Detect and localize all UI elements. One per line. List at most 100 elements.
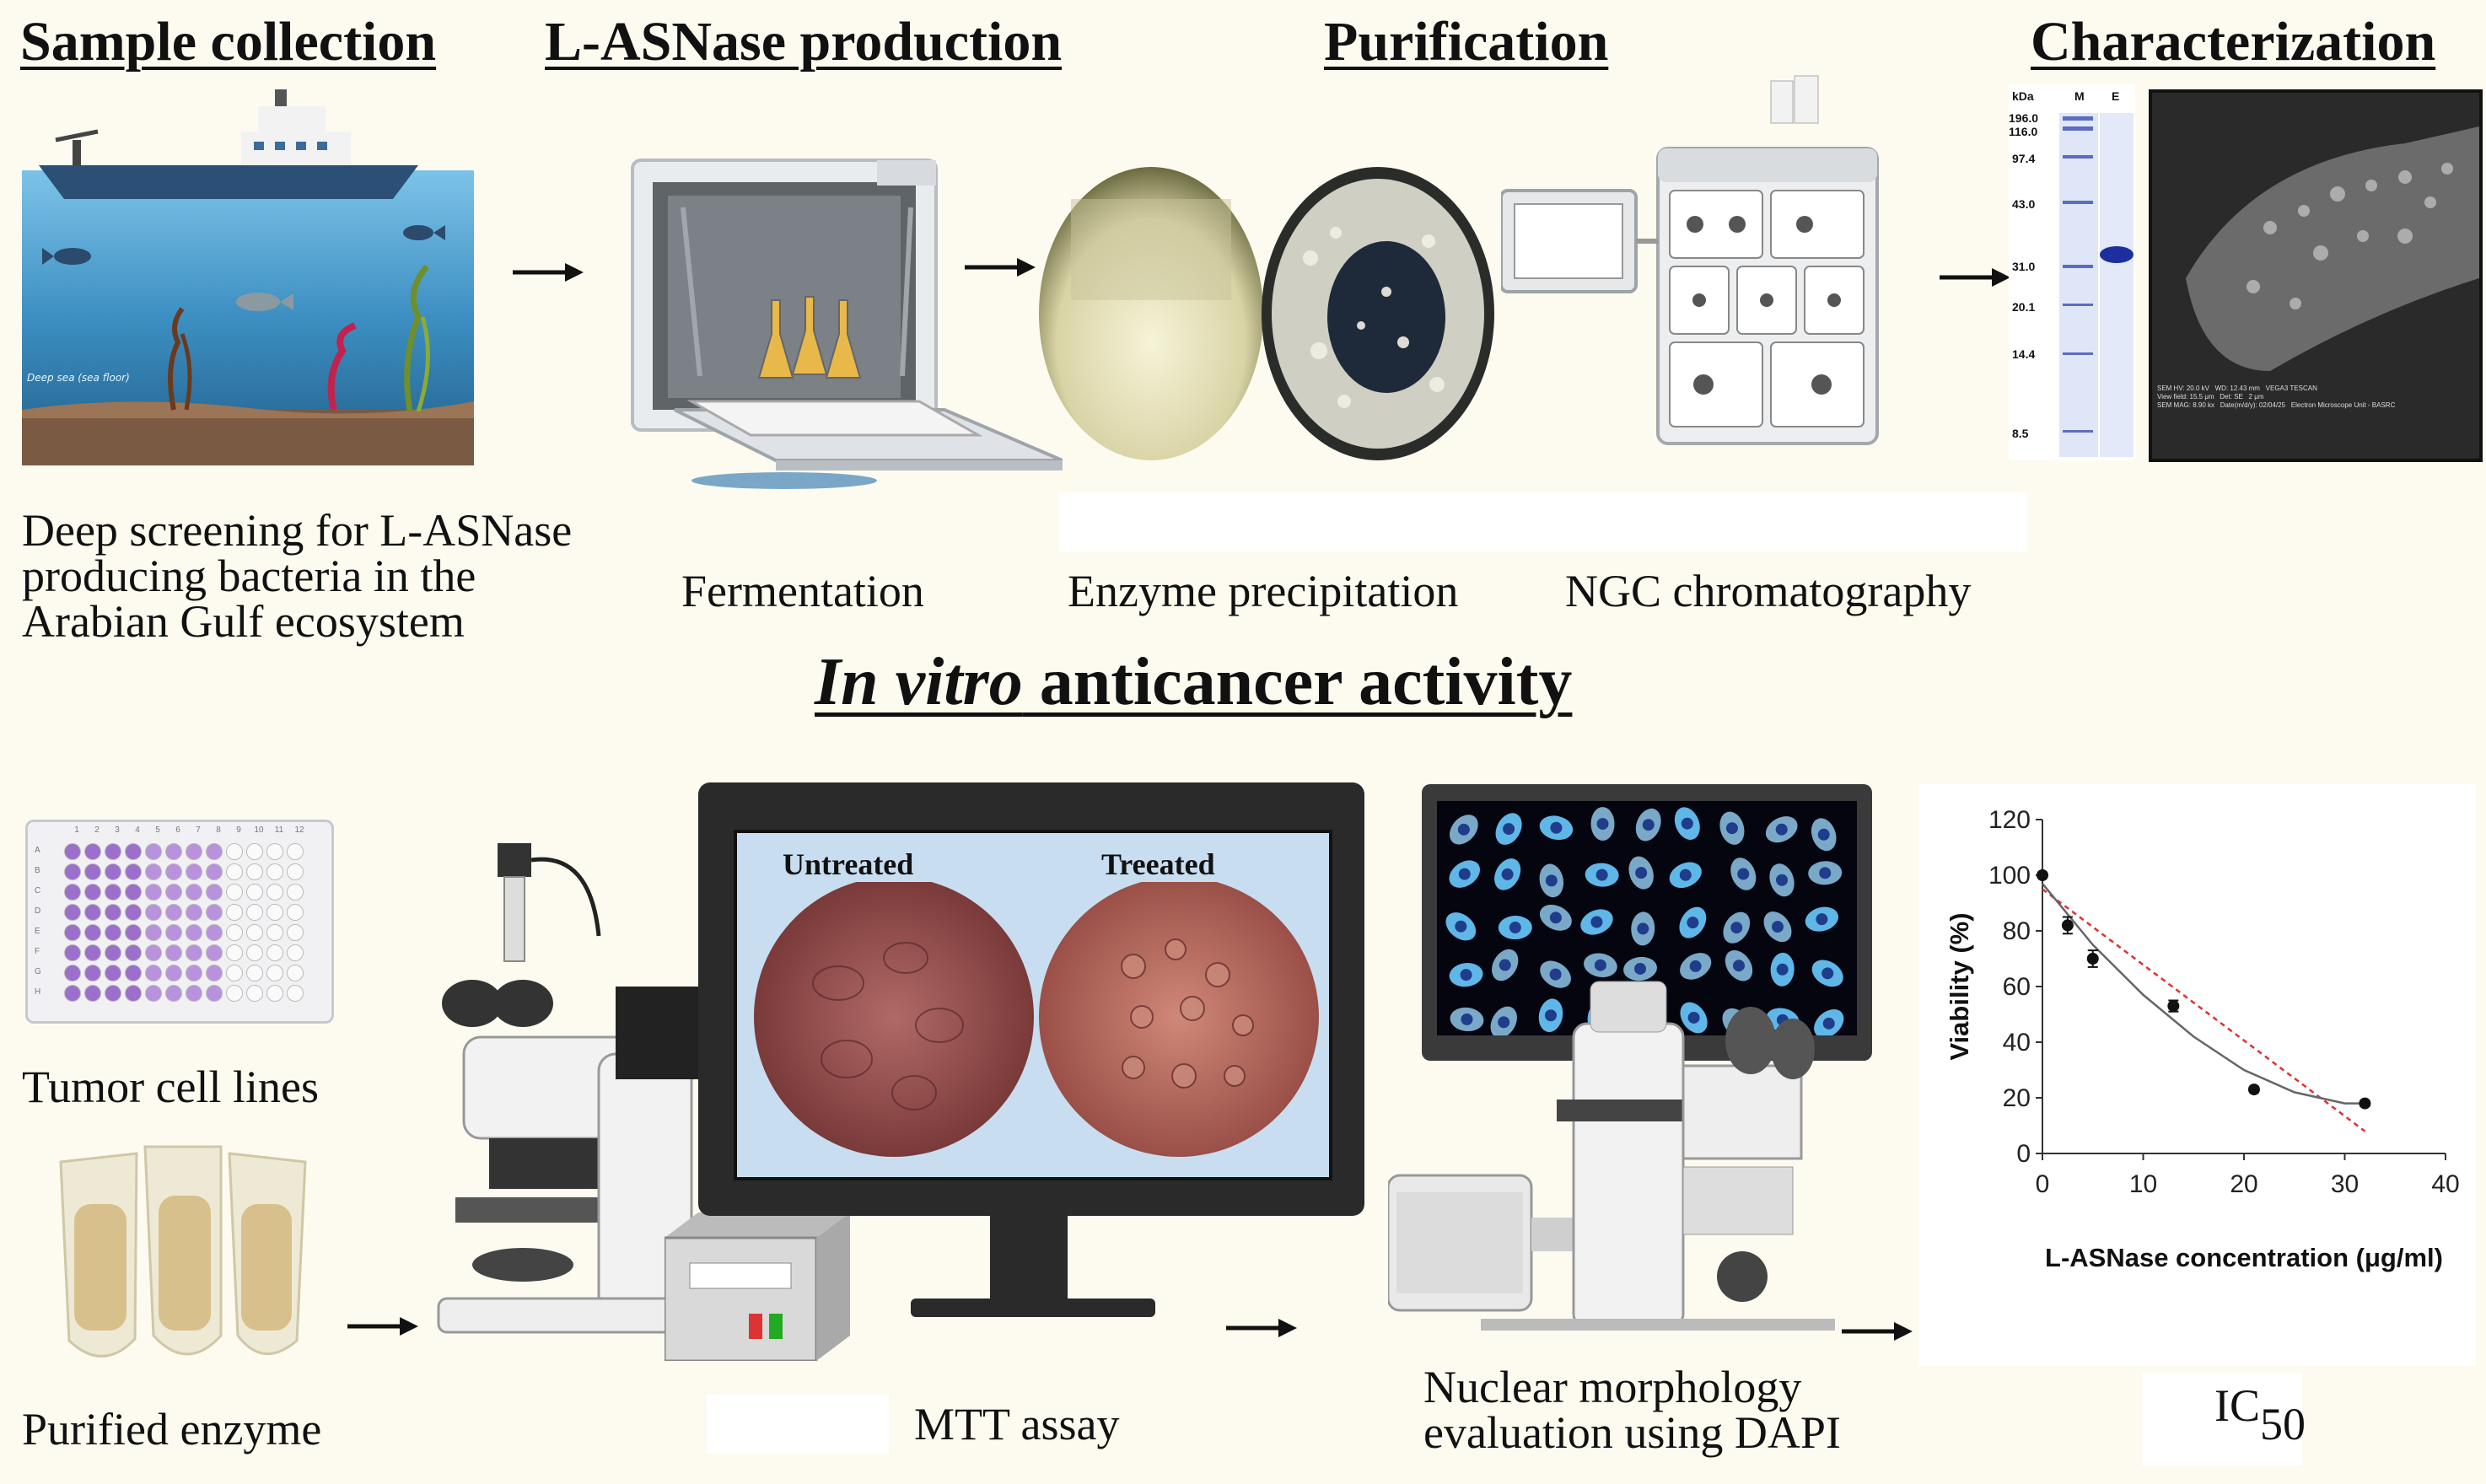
plate-well xyxy=(226,904,243,921)
caption-screening-line2: producing bacteria in the xyxy=(22,551,476,601)
plate-well xyxy=(266,985,283,1002)
dapi-nucleus xyxy=(1821,967,1834,980)
sea-label: Deep sea (sea floor) xyxy=(27,372,130,384)
flask-icon xyxy=(757,296,862,379)
data-point xyxy=(2247,1083,2260,1096)
plate-well xyxy=(125,965,142,981)
plate-row-label: B xyxy=(35,866,40,875)
plate-well xyxy=(84,924,101,941)
y-tick-label: 120 xyxy=(1988,806,2031,834)
plate-well xyxy=(125,904,142,921)
plate-well xyxy=(266,843,283,860)
plate-well xyxy=(105,904,121,921)
plate-column-label: 5 xyxy=(155,825,160,835)
plate-row-label: E xyxy=(35,927,40,936)
dapi-nucleus xyxy=(1634,962,1647,975)
data-point xyxy=(2061,919,2074,932)
dapi-nucleus xyxy=(1737,868,1750,880)
sem-vendor: VEGA3 TESCAN xyxy=(2265,384,2317,392)
linear-fit-line xyxy=(2042,888,2366,1132)
plate-column-label: 2 xyxy=(94,825,100,835)
plate-well xyxy=(226,985,243,1002)
x-tick-label: 30 xyxy=(2331,1170,2359,1198)
ship-icon xyxy=(39,89,418,199)
monitor-screen: Untreated Treeated xyxy=(734,830,1332,1180)
plate-well xyxy=(64,904,81,921)
plate-well xyxy=(287,944,304,961)
plate-well xyxy=(287,985,304,1002)
caption-screening-line1: Deep screening for L-ASNase xyxy=(22,505,573,556)
incubator-illustration xyxy=(631,159,1063,489)
plate-well xyxy=(206,965,223,981)
plate-well xyxy=(186,863,202,880)
plate-well xyxy=(105,843,121,860)
plate-well xyxy=(105,985,121,1002)
sem-view-field: View field: 15.5 μm xyxy=(2157,393,2214,401)
plate-well xyxy=(125,944,142,961)
plate-well xyxy=(246,965,263,981)
cell-images xyxy=(754,882,1319,1157)
sem-micrograph: SEM HV: 20.0 kV WD: 12.43 mm VEGA3 TESCA… xyxy=(2149,89,2483,462)
dapi-nucleus xyxy=(1687,917,1699,929)
plate-row-label: C xyxy=(35,886,41,895)
plate-column-label: 8 xyxy=(216,825,221,835)
plate-well xyxy=(226,965,243,981)
dapi-nucleus xyxy=(1775,823,1788,836)
dapi-cells xyxy=(1445,807,1844,1039)
plate-well xyxy=(145,985,162,1002)
plate-well xyxy=(206,843,223,860)
caption-fermentation: Fermentation xyxy=(681,566,924,616)
plate-column-label: 6 xyxy=(175,825,180,835)
caption-mtt: MTT assay xyxy=(914,1399,1120,1449)
ic50-main: IC xyxy=(2214,1380,2260,1431)
section-title-rest: anticancer activity xyxy=(1022,645,1573,719)
dapi-nucleus xyxy=(1776,963,1789,976)
dapi-nucleus xyxy=(1549,911,1562,924)
data-point xyxy=(2359,1097,2371,1110)
plate-well xyxy=(84,985,101,1002)
y-tick-label: 0 xyxy=(2016,1140,2031,1168)
precipitation-photo xyxy=(1039,167,1263,460)
x-tick-label: 0 xyxy=(2036,1170,2050,1198)
dapi-nucleus xyxy=(1455,920,1467,933)
gel-lane-m: M xyxy=(2074,89,2085,103)
dapi-screen xyxy=(1437,801,1857,1039)
dapi-nucleus xyxy=(1549,968,1562,981)
plate-well xyxy=(226,863,243,880)
dapi-nucleus xyxy=(1499,959,1511,971)
sem-texture xyxy=(2186,126,2479,371)
dapi-nucleus xyxy=(1730,922,1743,934)
plate-well xyxy=(287,965,304,981)
plate-well xyxy=(84,904,101,921)
plate-well xyxy=(125,863,142,880)
caption-backdrop xyxy=(1059,492,2027,551)
x-axis-label: L-ASNase concentration (μg/ml) xyxy=(2045,1243,2443,1272)
data-point xyxy=(2167,1000,2180,1013)
treated-cells-image xyxy=(1039,882,1319,1157)
arrow-icon xyxy=(347,1317,418,1336)
dapi-nucleus xyxy=(1550,821,1563,834)
dapi-nucleus xyxy=(1679,868,1692,881)
y-axis-label: Viability (%) xyxy=(1945,912,1974,1060)
dapi-nucleus xyxy=(1458,868,1471,880)
header-production: L-ASNase production xyxy=(545,11,1063,73)
dapi-nucleus xyxy=(1732,960,1745,972)
y-tick-label: 100 xyxy=(1988,862,2031,890)
plate-well xyxy=(165,884,182,901)
plate-column-label: 11 xyxy=(274,825,284,835)
y-tick-label: 80 xyxy=(2003,917,2031,945)
plate-well xyxy=(186,924,202,941)
gel-marker-116: 116.0 xyxy=(2009,125,2038,138)
monitor: Untreated Treeated xyxy=(698,782,1364,1216)
ic50-subscript: 50 xyxy=(2260,1399,2306,1449)
gel-lane-marker xyxy=(2059,113,2098,457)
caption-nuclear-line1: Nuclear morphology xyxy=(1423,1362,1802,1412)
plate-column-label: 10 xyxy=(254,825,264,835)
plate-well xyxy=(186,965,202,981)
monitor-base xyxy=(911,1298,1155,1317)
plate-well xyxy=(287,884,304,901)
plate-column-label: 3 xyxy=(115,825,120,835)
sem-scale: 2 μm xyxy=(2248,393,2264,401)
